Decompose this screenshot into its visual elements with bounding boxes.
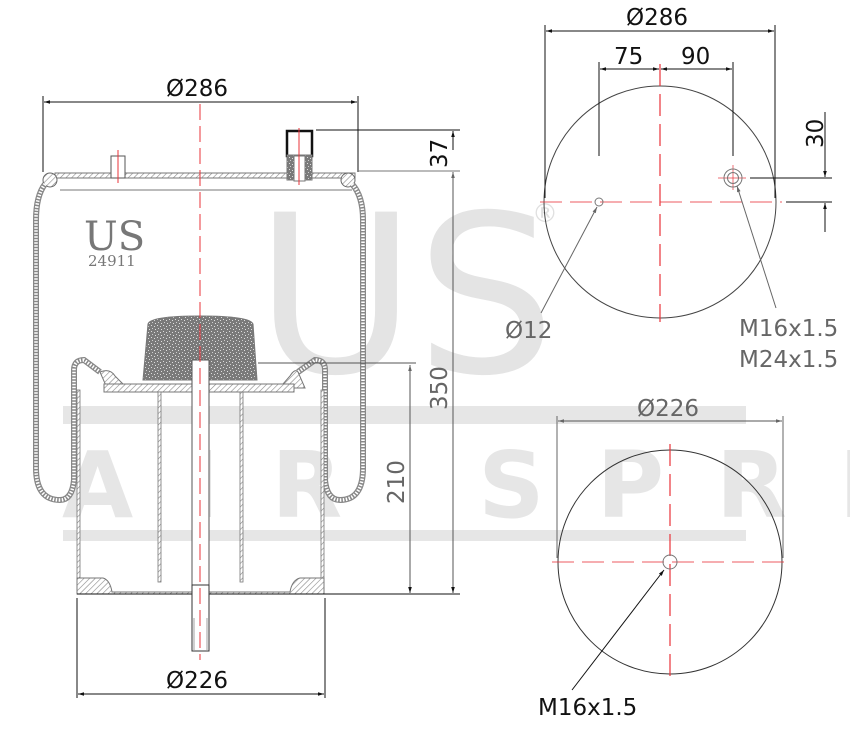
dim-piston-height-label: 210 [384, 460, 410, 504]
leader-pin-hole [540, 206, 598, 314]
pin-hole-label: Ø12 [505, 318, 552, 344]
dim-top-view-diameter-label: Ø286 [626, 5, 688, 31]
logo-text: US [84, 214, 145, 260]
piston-base [76, 577, 325, 595]
dim-top-diameter-label: Ø286 [166, 76, 228, 102]
watermark-brand: US [255, 168, 556, 424]
dim-bottom-view-diameter-label: Ø226 [637, 396, 699, 422]
bottom-thread-label: M16x1.5 [538, 695, 637, 721]
piston-wall-left [76, 389, 81, 579]
bead-right [340, 172, 356, 188]
air-fitting-hole-outer [723, 168, 743, 188]
dim-offset-vertical-label: 30 [803, 119, 829, 148]
piston-wall-right [320, 389, 325, 579]
center-thread-hole [662, 554, 678, 570]
thread-2-label: M24x1.5 [739, 347, 838, 373]
thread-1-label: M16x1.5 [739, 316, 838, 342]
top-view: Ø286 75 90 30 Ø12 M16x1.5 M24x1.5 [505, 5, 838, 373]
dim-offset-left-label: 75 [614, 44, 643, 70]
dim-bottom-diameter-label: Ø226 [166, 668, 228, 694]
dim-overall-height-label: 350 [427, 366, 453, 410]
bead-left [42, 172, 58, 188]
part-number: 24911 [88, 252, 136, 270]
watermark-bar-bottom [63, 530, 746, 541]
pin-hole [594, 197, 604, 207]
leader-center-thread [571, 569, 665, 691]
dim-stud-height-label: 37 [427, 139, 453, 168]
dim-offset-right-label: 90 [681, 44, 710, 70]
bottom-view: Ø226 M16x1.5 [538, 396, 790, 721]
leader-air-fitting [736, 185, 777, 309]
air-fitting-hole-inner [727, 172, 739, 184]
side-view: US 24911 Ø286 Ø226 37 350 210 [33, 76, 460, 698]
watermark-subtitle: AIR SPRING [62, 432, 850, 539]
